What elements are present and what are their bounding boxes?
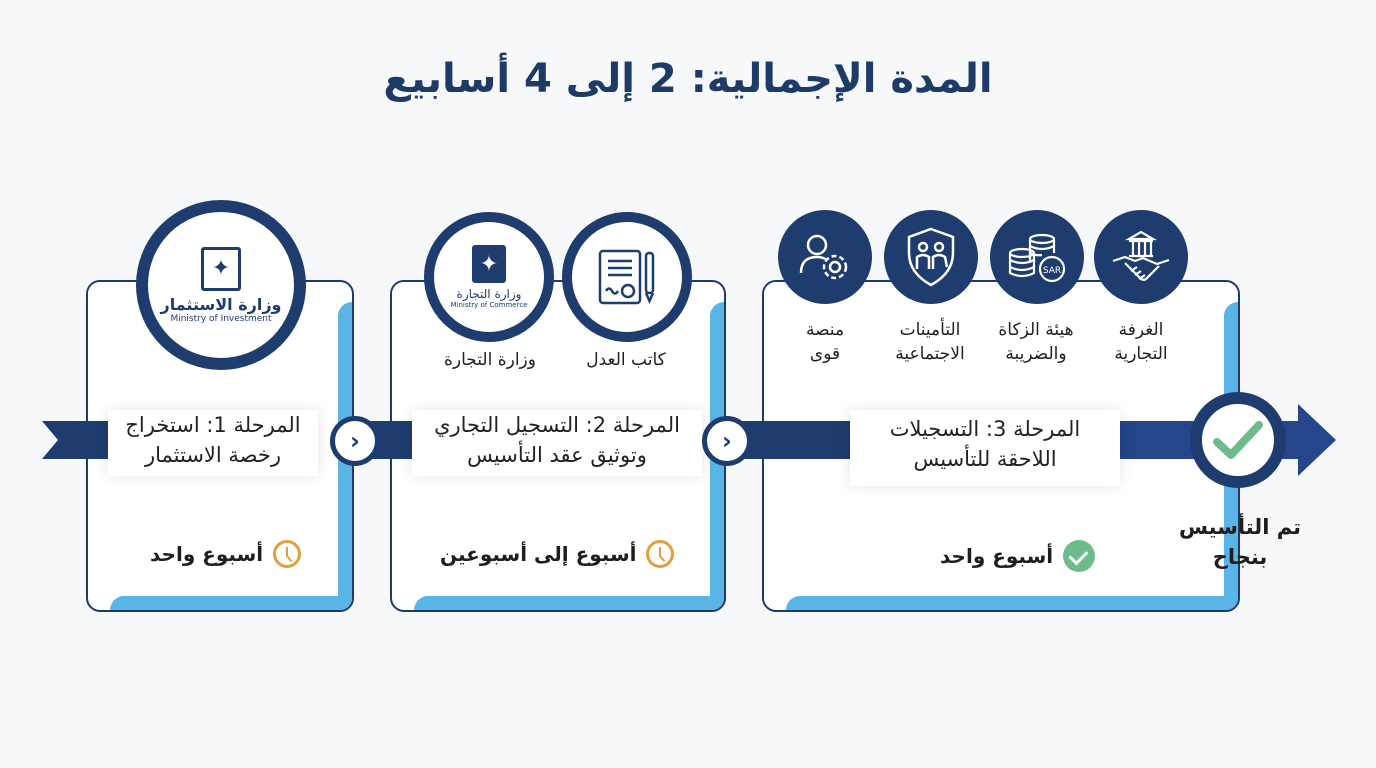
- page-title: المدة الإجمالية: 2 إلى 4 أسابيع: [383, 56, 993, 102]
- chamber-icon-circle: [1094, 210, 1188, 304]
- card-accent-bottom: [110, 596, 352, 610]
- stage-1-title-line2: رخصة الاستثمار: [144, 443, 282, 467]
- stage-2-title: المرحلة 2: التسجيل التجاري وتوثيق عقد ال…: [412, 410, 702, 476]
- building-handshake-icon: [1112, 230, 1170, 281]
- stage-3-title-line2: اللاحقة للتأسيس: [913, 447, 1057, 471]
- notary-icon-circle: [562, 212, 692, 342]
- clock-icon: [646, 540, 675, 568]
- user-gear-icon: [799, 234, 848, 280]
- palm-swords-emblem-icon: ✦: [201, 246, 241, 291]
- check-circle-icon: [1063, 540, 1096, 572]
- check-icon: [1213, 421, 1263, 459]
- completion-circle: [1190, 392, 1286, 488]
- ministry-of-commerce-logo: ✦ وزارة التجارة Ministry of Commerce: [424, 212, 554, 342]
- stage-1-duration-label: أسبوع واحد: [150, 542, 264, 566]
- entity-label-chamber: الغرفة التجارية: [1114, 320, 1168, 364]
- entity-label-commerce: وزارة التجارة: [444, 350, 536, 370]
- clock-icon: [273, 540, 302, 568]
- qiwa-icon-circle: [778, 210, 872, 304]
- stage-2-duration-label: أسبوع إلى أسبوعين: [440, 542, 637, 566]
- stage-3-duration-label: أسبوع واحد: [940, 544, 1054, 568]
- family-shield-icon: [907, 227, 955, 287]
- stage-2-title-line1: المرحلة 2: التسجيل التجاري: [434, 413, 680, 437]
- svg-text:SAR: SAR: [1043, 266, 1061, 276]
- coins-sar-icon: SAR: [1008, 233, 1066, 283]
- zatca-icon-circle: SAR: [990, 210, 1084, 304]
- stage-1-title-line1: المرحلة 1: استخراج: [125, 413, 301, 437]
- next-stage-chevron-icon: ›: [702, 416, 752, 466]
- entity-label-notary: كاتب العدل: [586, 350, 666, 370]
- entity-label-zatca: هيئة الزكاة والضريبة: [998, 320, 1074, 364]
- ministry-of-investment-logo: ✦ وزارة الاستثمار Ministry of Investment: [136, 200, 306, 370]
- stage-3-title: المرحلة 3: التسجيلات اللاحقة للتأسيس: [850, 410, 1120, 486]
- notary-document-pen-icon: [598, 249, 655, 305]
- stage-3-duration: أسبوع واحد: [940, 540, 1096, 572]
- stage-3-title-line1: المرحلة 3: التسجيلات: [889, 417, 1081, 441]
- palm-swords-emblem-icon: ✦: [472, 245, 506, 283]
- stage-2-title-line2: وتوثيق عقد التأسيس: [467, 443, 647, 467]
- completion-label: تم التأسيس بنجاح: [1178, 515, 1302, 569]
- stage-1-duration: أسبوع واحد: [150, 540, 302, 568]
- next-stage-chevron-icon: ›: [330, 416, 380, 466]
- stage-2-duration: أسبوع إلى أسبوعين: [440, 540, 675, 568]
- gosi-icon-circle: [884, 210, 978, 304]
- entity-label-qiwa: منصة قوى: [805, 320, 845, 364]
- stage-1-title: المرحلة 1: استخراج رخصة الاستثمار: [108, 410, 318, 476]
- entity-label-gosi: التأمينات الاجتماعية: [895, 320, 965, 364]
- timeline-arrow-head-icon: [1298, 404, 1336, 476]
